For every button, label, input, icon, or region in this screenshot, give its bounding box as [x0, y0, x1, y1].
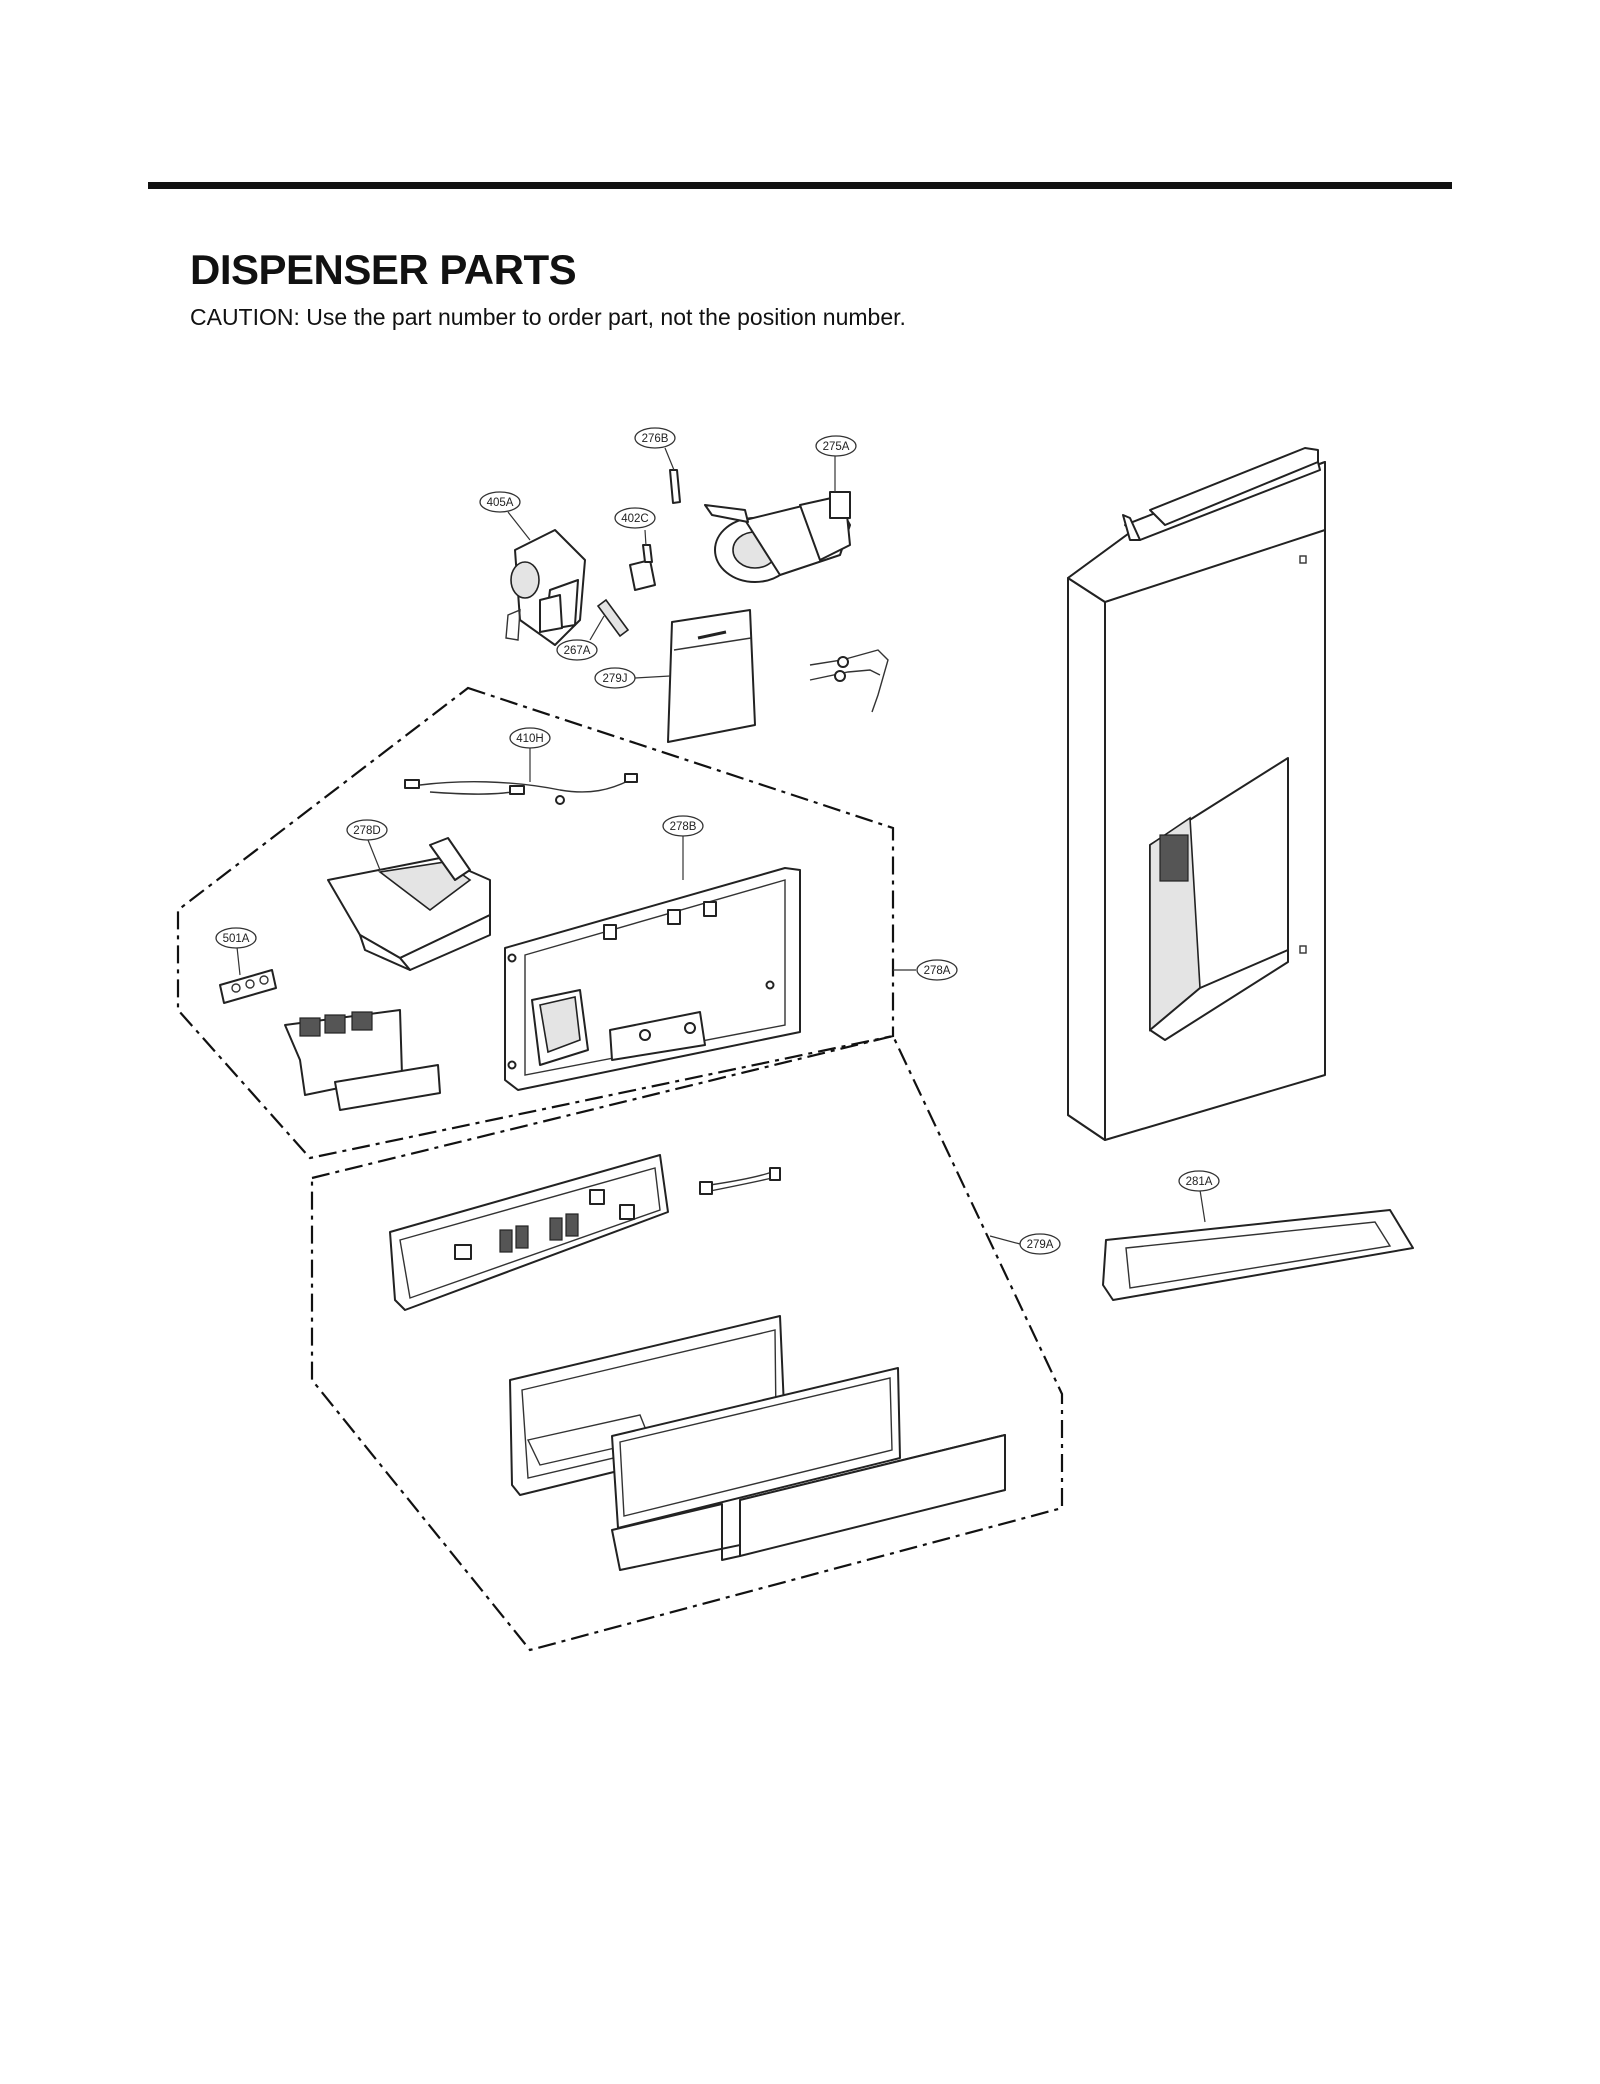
svg-text:410H: 410H [516, 733, 544, 745]
door-panel [1067, 447, 1326, 1141]
part-405A-assembly [505, 529, 586, 646]
callout-405A: 405A [479, 491, 521, 513]
part-lever-wire [809, 649, 889, 713]
svg-text:276B: 276B [642, 433, 669, 445]
svg-text:278D: 278D [353, 825, 381, 837]
part-410H-harness [404, 773, 638, 805]
part-402C-switch [629, 544, 656, 591]
svg-text:267A: 267A [564, 645, 591, 657]
svg-text:405A: 405A [487, 497, 514, 509]
callout-281A: 281A [1178, 1170, 1220, 1192]
svg-text:279A: 279A [1027, 1239, 1054, 1251]
part-279A-film [611, 1367, 901, 1529]
svg-text:501A: 501A [223, 933, 250, 945]
top-rule [148, 182, 1452, 189]
svg-text:281A: 281A [1186, 1176, 1213, 1188]
part-279J-cover [667, 609, 756, 743]
part-276B-bracket [669, 469, 681, 504]
callout-276B: 276B [634, 427, 676, 449]
part-display-pcb-278A [284, 1009, 441, 1111]
callout-278A: 278A [916, 959, 958, 981]
svg-text:278B: 278B [670, 821, 697, 833]
callout-278B: 278B [662, 815, 704, 837]
assembly-278A-boundary [176, 686, 895, 1160]
svg-text:279J: 279J [603, 673, 628, 685]
part-279A-pcb [389, 1154, 669, 1311]
callout-267A: 267A [556, 639, 598, 661]
part-278B-housing [504, 867, 801, 1091]
callout-275A: 275A [815, 435, 857, 457]
callout-279J: 279J [594, 667, 636, 689]
part-501A-pcb [219, 969, 277, 1004]
callout-279A: 279A [1019, 1233, 1061, 1255]
part-279A-harness [699, 1167, 781, 1195]
callout-501A: 501A [215, 927, 257, 949]
svg-text:278A: 278A [924, 965, 951, 977]
part-279A-front-panel [611, 1434, 1006, 1571]
callout-410H: 410H [509, 727, 551, 749]
part-267A-spring [596, 598, 630, 638]
part-278D-funnel [327, 837, 491, 971]
svg-text:402C: 402C [621, 513, 649, 525]
page-title: DISPENSER PARTS [190, 246, 577, 293]
callout-402C: 402C [614, 507, 656, 529]
svg-text:275A: 275A [823, 441, 850, 453]
caution-note: CAUTION: Use the part number to order pa… [190, 304, 906, 330]
part-275A-motor [704, 491, 851, 583]
part-281A-trim [1102, 1209, 1414, 1301]
callout-278D: 278D [346, 819, 388, 841]
